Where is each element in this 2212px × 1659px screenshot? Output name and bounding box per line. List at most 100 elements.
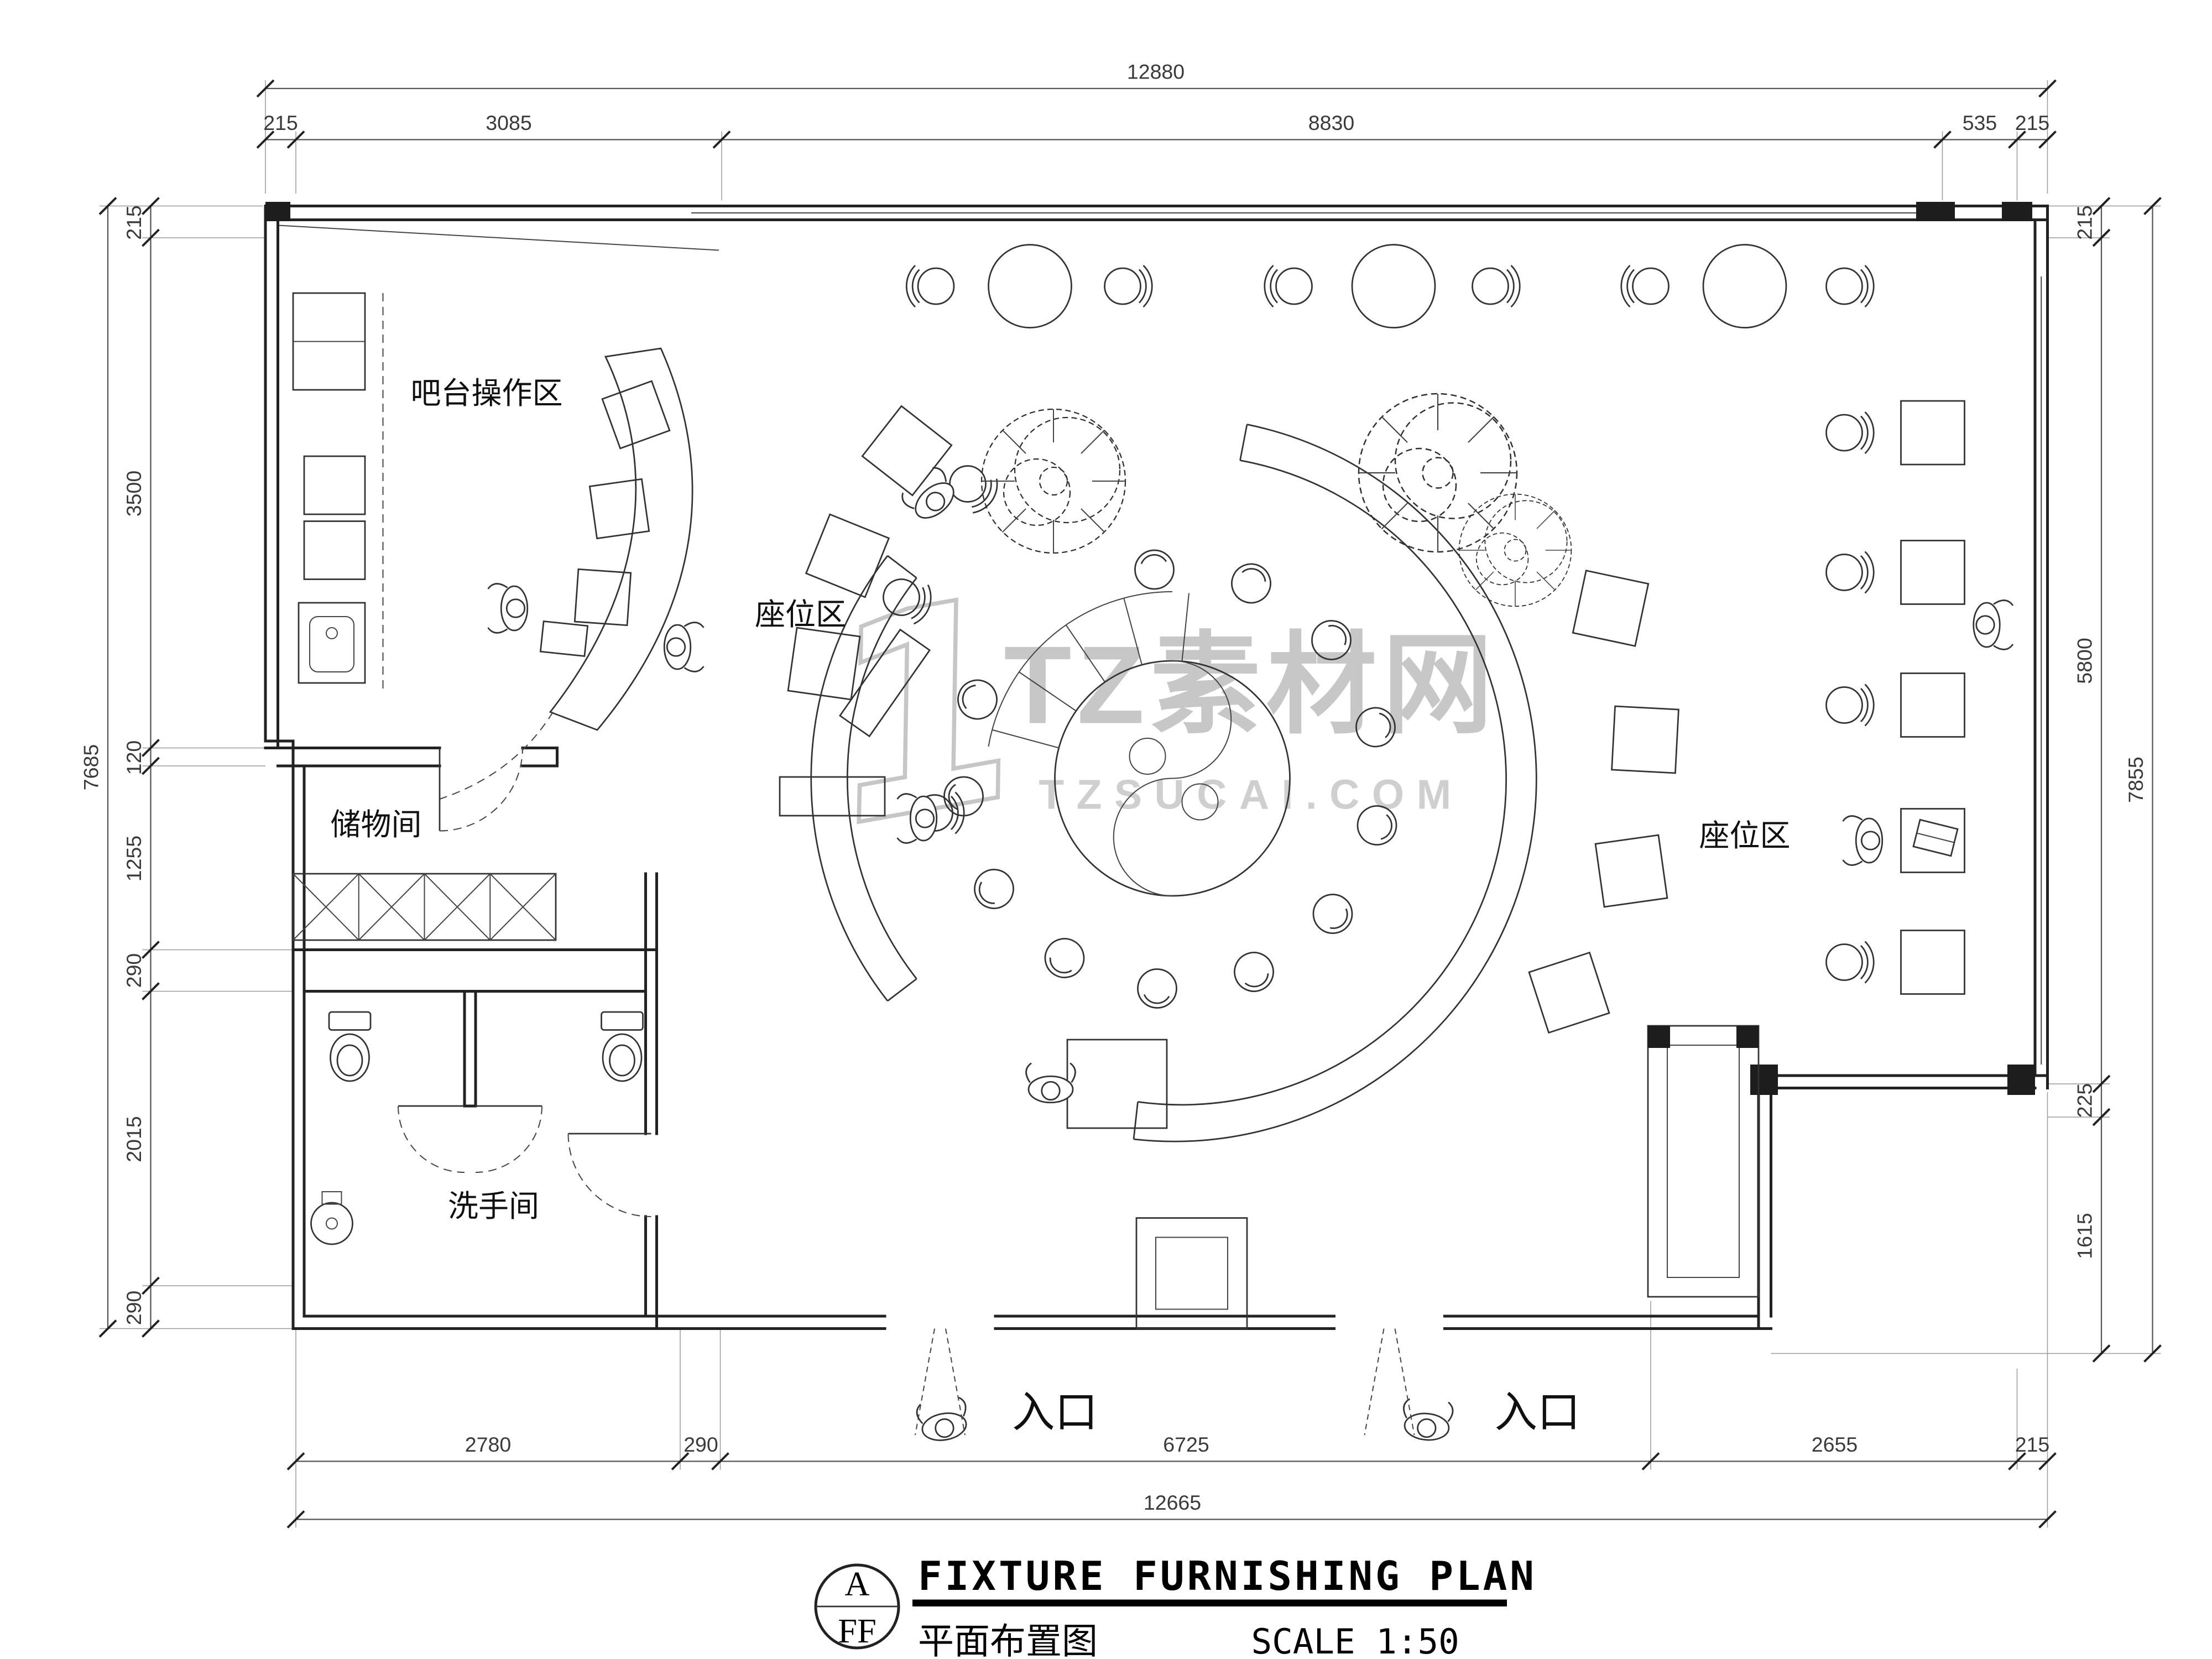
dim-top-total: 12880 (1127, 60, 1185, 84)
chair-icon (1620, 264, 1670, 308)
chair-icon (1825, 411, 1875, 455)
back-counter-unit (303, 520, 366, 580)
washroom-door-swing (567, 1133, 651, 1217)
square-table (1900, 540, 1965, 605)
entry-vestibule (1135, 1217, 1248, 1329)
storage-door-swing (439, 748, 523, 832)
chair-icon (1825, 684, 1875, 727)
stool-icon (1135, 967, 1179, 1010)
bar-sink-basin (309, 616, 354, 672)
label-entrance-right: 入口 (1494, 1389, 1580, 1436)
drawing-title-cn: 平面布置图 (918, 1621, 1098, 1659)
dim-right-1: 5800 (2073, 638, 2096, 684)
right-seating (1825, 400, 1965, 995)
tilted-table (861, 405, 953, 497)
entrance-door-trace (915, 1328, 966, 1436)
bar-counter (549, 347, 693, 731)
drawing-title-en: FIXTURE FURNISHING PLAN (918, 1553, 1537, 1600)
dim-left-6: 290 (122, 1291, 145, 1326)
bar-sink-drain (326, 627, 338, 639)
dimension-lines (107, 87, 2153, 1520)
dim-left-4: 290 (122, 953, 145, 988)
stool-icon (1305, 885, 1361, 942)
label-seating-left: 座位区 (755, 597, 846, 632)
storage-room (292, 748, 557, 941)
square-table (1594, 834, 1668, 908)
column (2007, 1065, 2035, 1095)
pillar-enclosure (1647, 1025, 1760, 1298)
tree-icon (1458, 493, 1572, 607)
person-figure (663, 622, 705, 672)
tree-icon (980, 408, 1126, 554)
dim-top-0: 215 (263, 111, 298, 134)
dimension-labels: 12880 215 3085 8830 535 215 7685 215 350… (80, 60, 2148, 1515)
person-figure (915, 1396, 972, 1445)
label-washroom: 洗手间 (448, 1189, 539, 1223)
chair-icon (1825, 551, 1875, 594)
round-table (1702, 244, 1787, 328)
person-figure (1842, 815, 1884, 866)
pillar-enclosure-inner (1667, 1045, 1740, 1278)
entrances (915, 1328, 1415, 1436)
chair-icon (1104, 264, 1153, 308)
dim-right-total: 7855 (2124, 757, 2147, 802)
bar-equipment (539, 620, 589, 658)
back-counter-unit (303, 455, 366, 515)
square-table (1572, 570, 1650, 647)
drawing-scale: SCALE 1:50 (1251, 1621, 1459, 1659)
label-entrance-left: 入口 (1012, 1389, 1098, 1436)
watermark-brand: TZ素材网 (1004, 624, 1498, 747)
stool-icon (1225, 557, 1277, 609)
dim-right-3: 1615 (2073, 1213, 2096, 1259)
watermark-site: TZSUCAI.COM (1039, 771, 1463, 818)
rect-table (838, 628, 931, 738)
title-block: A FF FIXTURE FURNISHING PLAN 平面布置图 SCALE… (814, 1553, 1537, 1659)
stall-door-swing (398, 1105, 465, 1173)
dim-top-3: 535 (1963, 111, 1997, 134)
column (265, 202, 290, 221)
person-figure (1973, 599, 2014, 650)
label-seating-right: 座位区 (1699, 818, 1790, 853)
detail-ref-sheet: FF (838, 1611, 877, 1650)
bottom-table (1066, 1039, 1168, 1129)
stall-door-swing (475, 1105, 542, 1173)
column (1916, 202, 1955, 221)
detail-ref-letter: A (844, 1564, 869, 1603)
rect-table (779, 776, 886, 817)
chair-icon (1825, 941, 1875, 984)
dim-left-1: 3500 (122, 471, 145, 517)
chair-icon (905, 264, 955, 308)
column (1736, 1026, 1759, 1048)
laptop-icon (1912, 818, 1959, 857)
entrance-door-trace (1364, 1328, 1415, 1436)
chair-icon (1472, 264, 1521, 308)
stool-icon (966, 861, 1022, 917)
dim-right-0: 215 (2073, 205, 2096, 240)
extension-lines (100, 80, 2161, 1528)
label-bar-area: 吧台操作区 (410, 376, 562, 410)
washroom-faucet (321, 1191, 342, 1205)
dimension-annotations: 12880 215 3085 8830 535 215 7685 215 350… (80, 60, 2162, 1528)
bar-sink-unit (298, 602, 366, 684)
square-table (1528, 952, 1610, 1034)
square-table (1611, 705, 1679, 774)
dim-bottom-1: 290 (684, 1433, 718, 1456)
dim-left-3: 1255 (122, 836, 145, 881)
washroom-sink (310, 1202, 353, 1245)
dim-bottom-4: 215 (2015, 1433, 2050, 1456)
toilet-icon (601, 1011, 644, 1082)
people (487, 463, 2014, 1445)
bar-equipment (588, 478, 650, 540)
dim-bottom-3: 2655 (1812, 1433, 1858, 1456)
dim-left-0: 215 (122, 205, 145, 240)
square-table (1900, 930, 1965, 995)
round-table (988, 244, 1072, 328)
square-table (1900, 400, 1965, 466)
room-labels: 吧台操作区 座位区 储物间 洗手间 座位区 入口 入口 (330, 376, 1790, 1436)
chair-icon (1264, 264, 1313, 308)
title-underline (912, 1599, 1507, 1606)
dim-left-2: 120 (122, 740, 145, 775)
dim-top-4: 215 (2015, 111, 2050, 134)
stool-icon (1133, 547, 1176, 592)
